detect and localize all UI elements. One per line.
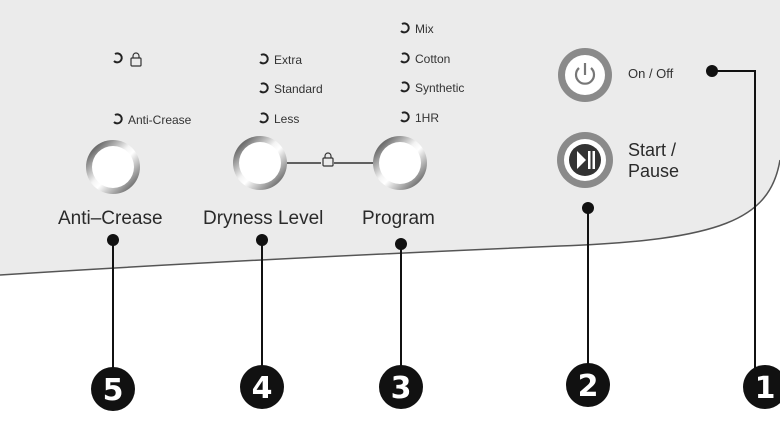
link-lock-icon [321,152,334,167]
led-cotton-indicator-icon [400,52,410,64]
program-option-mix: Mix [415,22,434,36]
start-pause-button[interactable] [557,132,613,188]
led-child-lock-indicator-icon [113,52,123,64]
led-extra-indicator-icon [259,53,269,65]
led-anti-crease-indicator-icon [113,113,123,125]
led-less-indicator-icon [259,112,269,124]
led-mix-indicator-icon [400,22,410,34]
start-pause-label: Start / Pause [628,140,680,181]
callout-5: 5 [91,367,135,411]
dryness-level-button-label: Dryness Level [203,208,324,229]
callout-1-number: 1 [755,371,776,406]
led-1hr-indicator-icon [400,111,410,123]
callout-2-number: 2 [578,369,599,404]
program-button-graphic [373,136,427,190]
callout-4: 4 [240,365,284,409]
start-pause-button-graphic [557,132,613,188]
program-button-label: Program [362,208,435,229]
led-standard-indicator-icon [259,82,269,94]
callout-3-number: 3 [391,371,412,406]
power-button[interactable] [558,48,612,102]
program-option-cotton: Cotton [415,52,451,66]
power-button-graphic [558,48,612,102]
play-pause-icon [577,151,586,169]
callout-2: 2 [566,363,610,407]
anti-crease-indicator-label: Anti-Crease [128,113,192,127]
dryness-level-button-graphic [233,136,287,190]
dryness-option-extra: Extra [274,53,303,67]
callout-3: 3 [379,365,423,409]
callout-1: 1 [743,365,780,409]
callout-5-number: 5 [103,373,124,408]
led-synthetic-indicator-icon [400,81,410,93]
dryness-option-less: Less [274,112,300,126]
callout-4-number: 4 [252,371,273,406]
on-off-label: On / Off [628,66,674,81]
program-option-1hr: 1HR [415,111,440,125]
panel-edge [0,159,780,276]
anti-crease-button-graphic [86,140,140,194]
anti-crease-button[interactable] [86,140,140,194]
program-button[interactable] [373,136,427,190]
dryness-option-standard: Standard [274,82,323,96]
power-icon [574,67,596,85]
anti-crease-button-label: Anti–Crease [58,208,163,229]
dryness-level-button[interactable] [233,136,287,190]
child-lock-padlock-icon [130,52,142,67]
program-option-synthetic: Synthetic [415,81,465,95]
